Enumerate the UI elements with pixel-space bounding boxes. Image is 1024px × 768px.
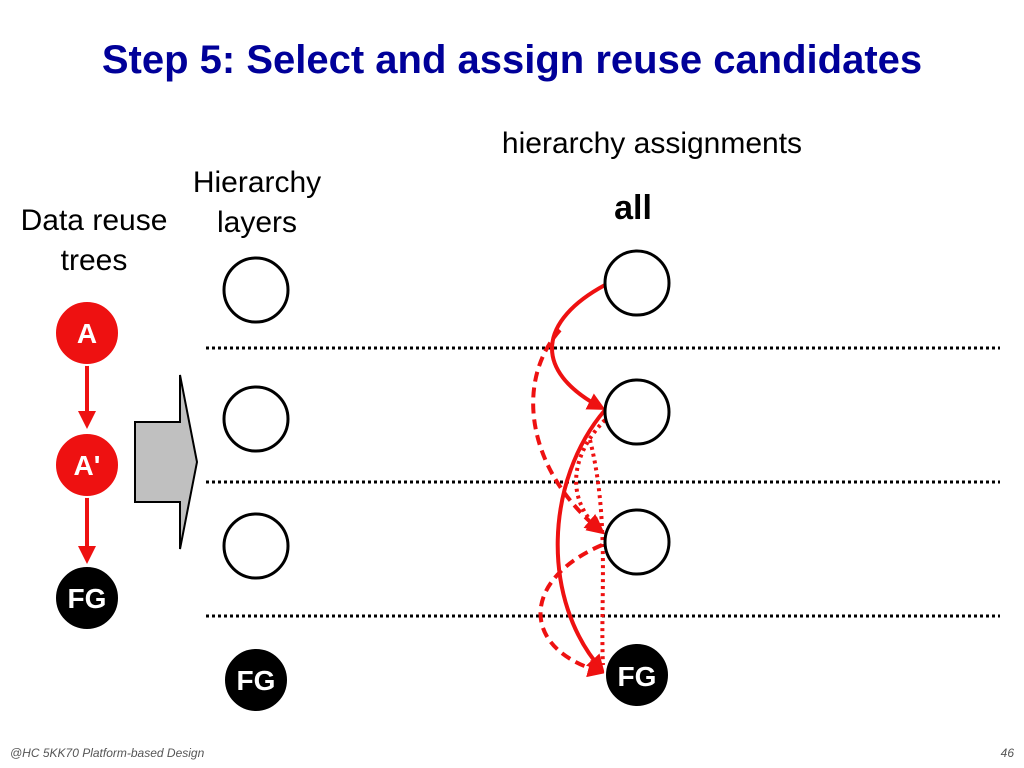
tree-node-fg-label: FG xyxy=(68,583,107,614)
hierarchy-layers-line-2: layers xyxy=(216,206,298,239)
layer-node-fg-label: FG xyxy=(237,665,276,696)
transform-block-arrow xyxy=(134,374,199,550)
assign-node-2 xyxy=(603,378,671,446)
tree-node-a-prime-label: A' xyxy=(74,450,101,481)
assign-node-fg: FG xyxy=(604,642,670,708)
assign-node-fg-label: FG xyxy=(618,661,657,692)
slide-title: Step 5: Select and assign reuse candidat… xyxy=(101,38,923,82)
footer-course: @HC 5KK70 Platform-based Design xyxy=(10,746,205,760)
tree-node-a-prime: A' xyxy=(54,432,120,498)
layer-node-1 xyxy=(222,256,290,324)
layer-node-fg: FG xyxy=(223,647,289,713)
assign-arrow-dotted-2-fg xyxy=(588,439,605,666)
hierarchy-layers-line-1: Hierarchy xyxy=(192,166,322,199)
layer-node-2 xyxy=(222,385,290,453)
layer-node-3 xyxy=(222,512,290,580)
tree-node-a: A xyxy=(54,300,120,366)
data-reuse-trees-label: Data reuse trees xyxy=(4,201,184,281)
hierarchy-layers-label: Hierarchy layers xyxy=(172,163,342,243)
assign-node-1 xyxy=(603,249,671,317)
assign-arrow-dashed-3-fg xyxy=(538,543,606,678)
footer-page-number: 46 xyxy=(1000,746,1014,760)
assign-arrow-dotted-2-3 xyxy=(574,418,607,533)
data-reuse-trees-line-2: trees xyxy=(60,244,128,277)
tree-node-a-label: A xyxy=(77,318,97,349)
tree-node-fg: FG xyxy=(54,565,120,631)
assign-arrow-solid-1-2 xyxy=(550,283,606,410)
assign-node-3 xyxy=(603,508,671,576)
hierarchy-assignments-label: hierarchy assignments xyxy=(501,127,803,160)
all-label: all xyxy=(614,189,652,227)
assign-arrow-dashed-1-3 xyxy=(531,328,606,535)
assign-arrow-solid-2-fg xyxy=(555,408,607,673)
data-reuse-trees-line-1: Data reuse xyxy=(20,204,168,237)
